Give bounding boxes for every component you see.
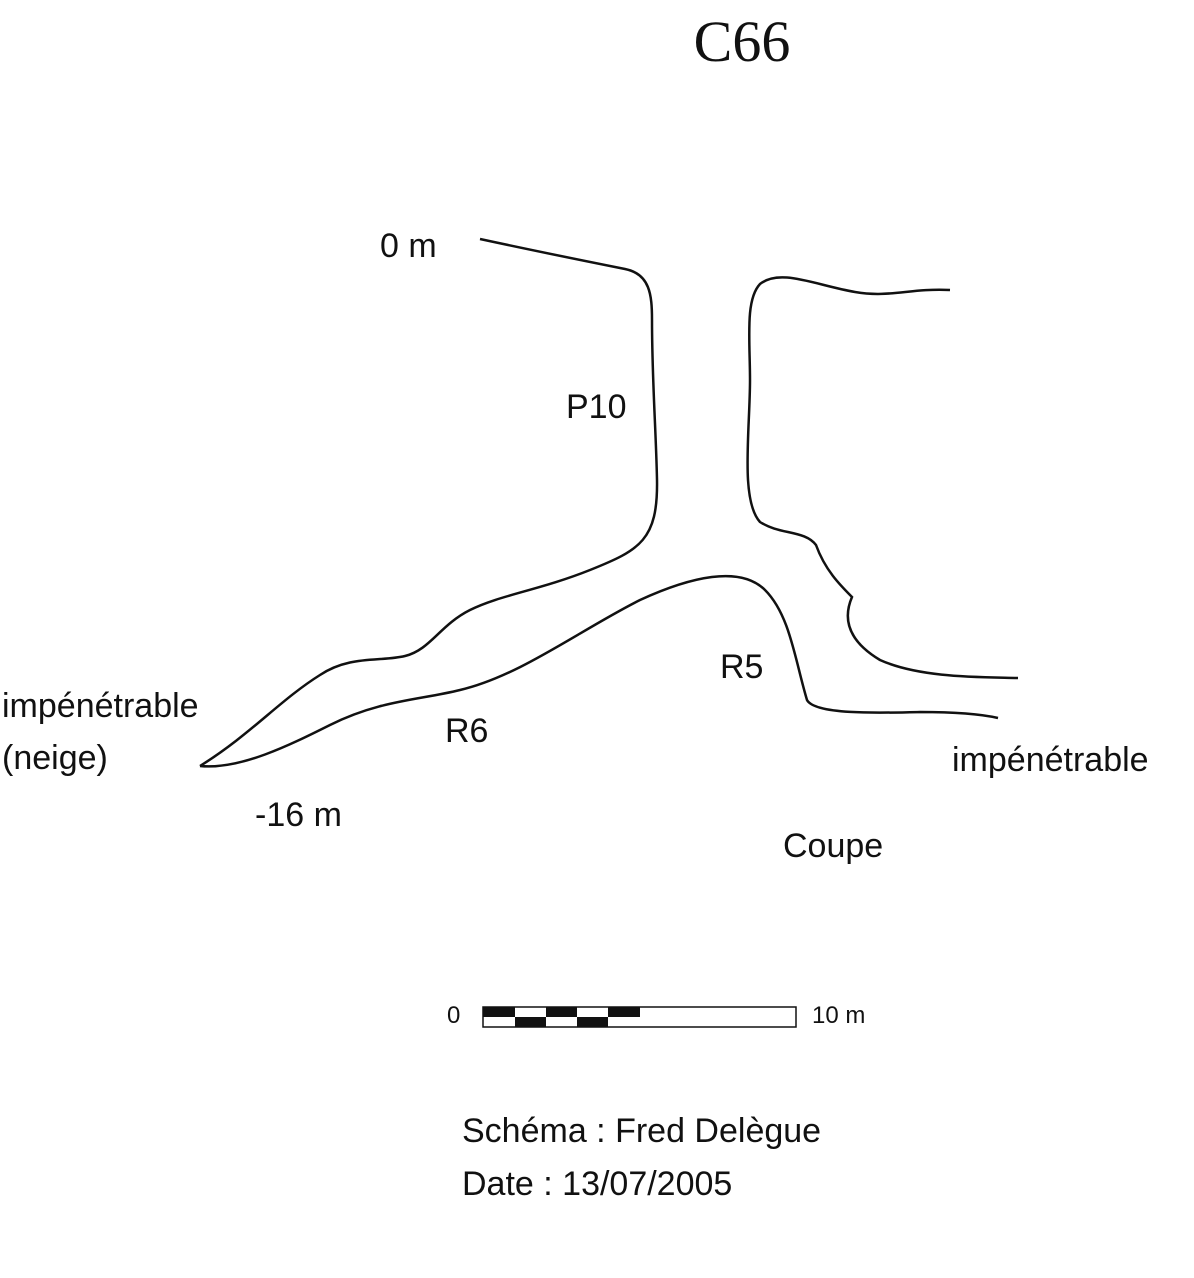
cave-wall-right xyxy=(746,276,1019,680)
scale-segment-2 xyxy=(515,1017,546,1027)
cave-floor-lower-gallery xyxy=(199,574,999,768)
label-left-end-snow: (neige) xyxy=(2,739,108,777)
scale-segment-3 xyxy=(546,1007,577,1017)
label-pitch: P10 xyxy=(566,388,627,426)
scale-segment-1 xyxy=(483,1007,515,1017)
credit-author: Schéma : Fred Delègue xyxy=(462,1112,822,1150)
label-left-end-impenetrable: impénétrable xyxy=(2,687,199,725)
scale-segment-5 xyxy=(608,1007,640,1017)
diagram-title: C66 xyxy=(693,9,791,74)
label-view-type: Coupe xyxy=(783,827,884,865)
label-ramp-left: R6 xyxy=(445,712,489,750)
scale-segment-4 xyxy=(577,1017,608,1027)
label-ramp-right: R5 xyxy=(720,648,764,686)
label-right-end-impenetrable: impénétrable xyxy=(952,741,1149,779)
label-bottom-depth: -16 m xyxy=(255,796,342,834)
scale-end-label: 10 m xyxy=(812,1002,866,1029)
credit-date: Date : 13/07/2005 xyxy=(462,1165,733,1203)
label-top-depth: 0 m xyxy=(380,227,437,265)
scale-bar xyxy=(482,1006,797,1028)
cave-wall-left xyxy=(199,237,659,768)
scale-start-label: 0 xyxy=(447,1002,461,1029)
